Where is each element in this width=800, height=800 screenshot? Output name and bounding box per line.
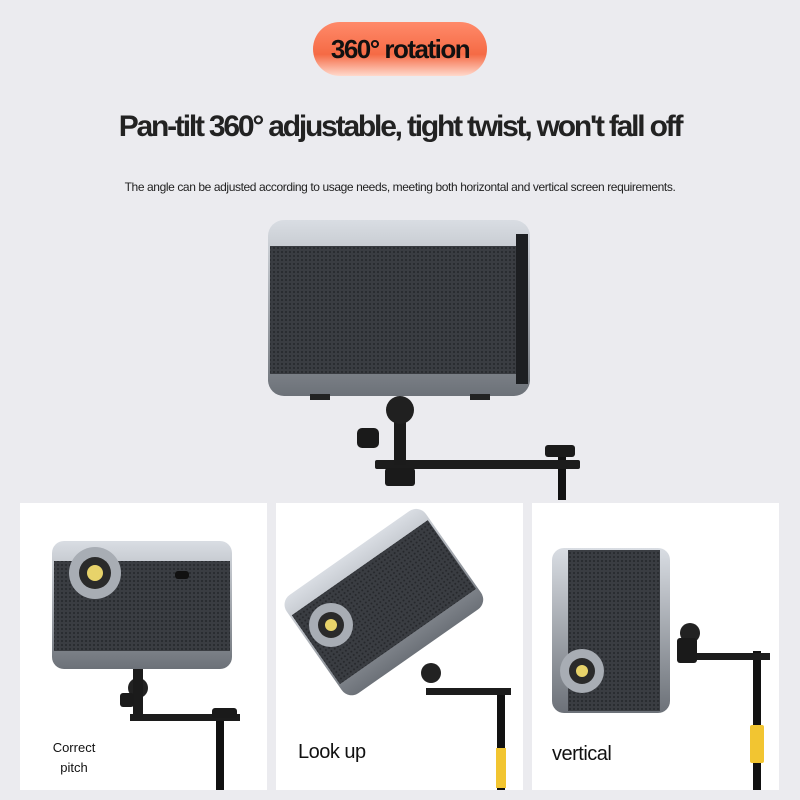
subtitle: The angle can be adjusted according to u… xyxy=(124,180,676,194)
badge-label: 360° rotation xyxy=(330,34,471,64)
projector-vertical-image xyxy=(552,548,770,790)
projector-front-image xyxy=(52,541,240,790)
panel-look-up: Look up xyxy=(276,503,523,790)
caption-line-1: Correct xyxy=(52,740,96,755)
caption-line-2: pitch xyxy=(60,760,88,775)
projector-tilted-image xyxy=(284,508,511,790)
headline: Pan-tilt 360° adjustable, tight twist, w… xyxy=(118,110,684,143)
panel-vertical: vertical xyxy=(532,503,779,790)
rotation-badge: 360° rotation xyxy=(313,22,487,76)
panel-correct-pitch: Correct pitch xyxy=(20,503,267,790)
projector-on-stand-image xyxy=(268,220,580,500)
caption: vertical xyxy=(552,743,612,765)
caption: Look up xyxy=(298,741,366,763)
